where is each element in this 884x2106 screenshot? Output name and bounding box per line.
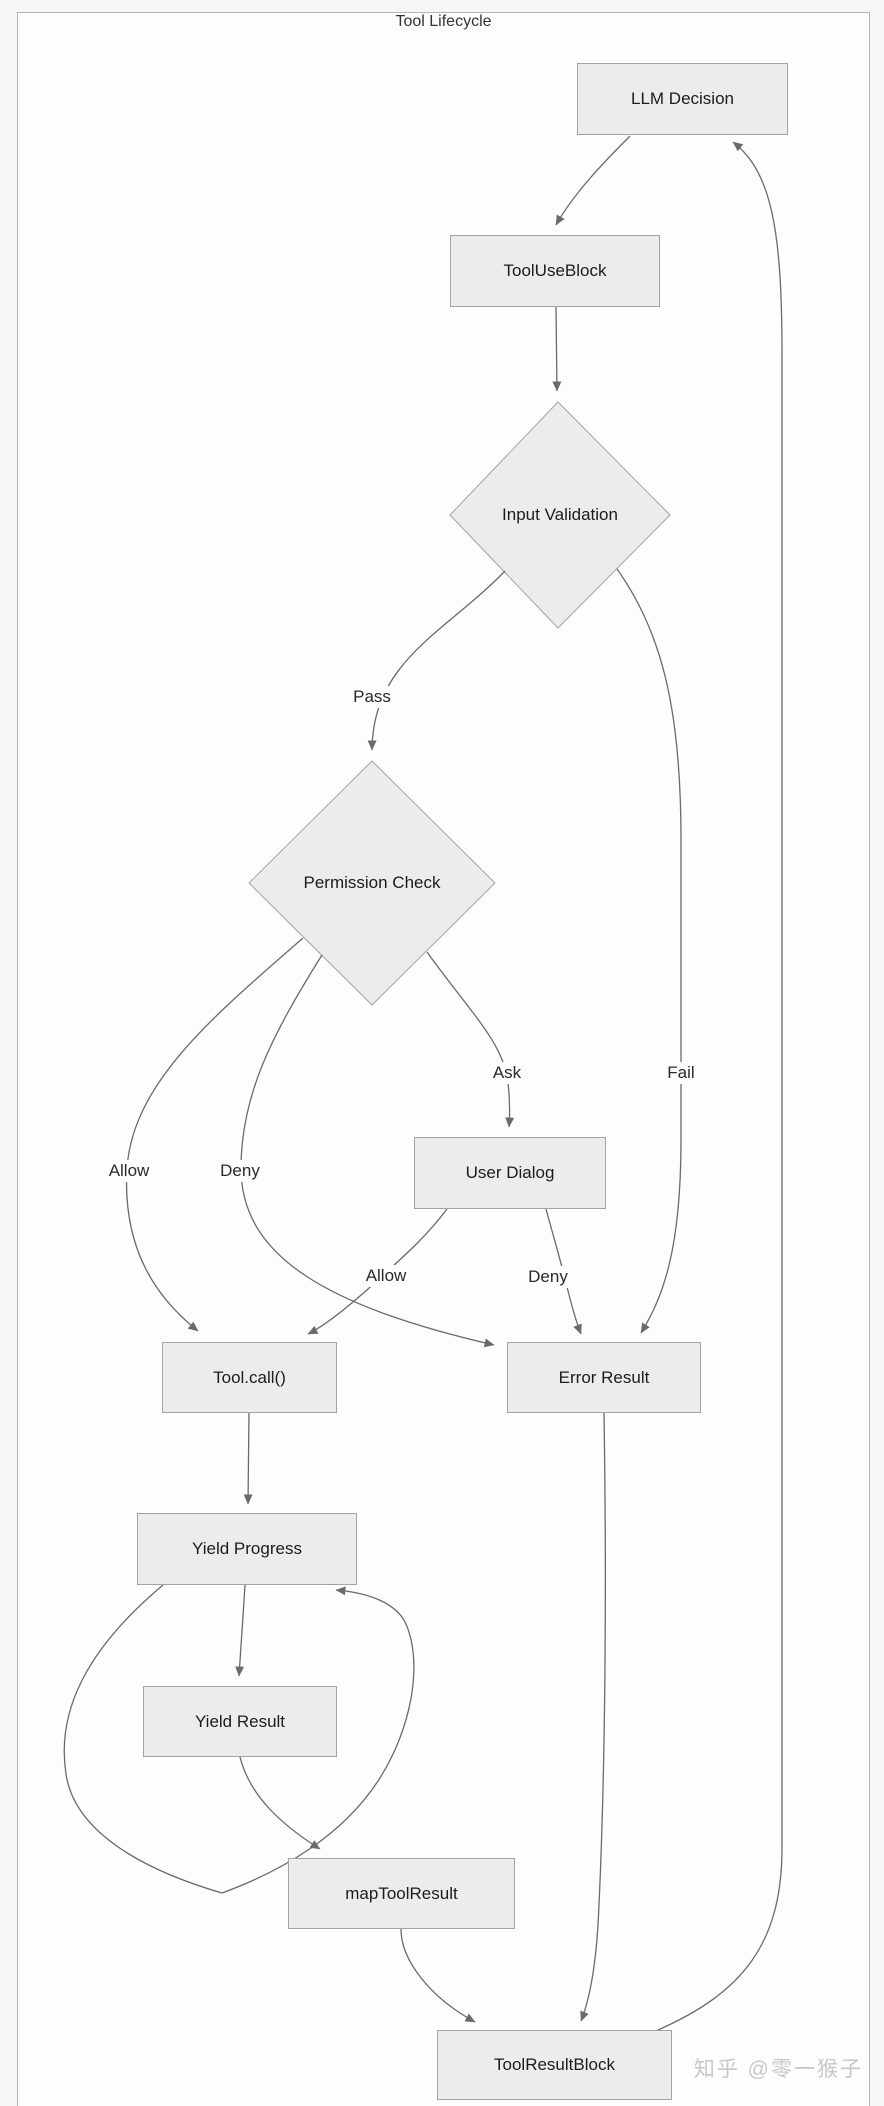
edge-yieldresult-to-maptoolresult — [239, 1756, 321, 1850]
edge-label-deny-direct: Deny — [216, 1160, 264, 1182]
edge-label-deny-dialog: Deny — [524, 1266, 572, 1288]
edge-inputvalidation-to-permissioncheck-pass — [367, 570, 506, 751]
node-yield-progress: Yield Progress — [137, 1513, 357, 1585]
node-tool-call: Tool.call() — [162, 1342, 337, 1413]
edge-label-pass: Pass — [349, 686, 395, 708]
edge-label-ask: Ask — [488, 1062, 526, 1084]
node-tool-result-block: ToolResultBlock — [437, 2030, 672, 2100]
node-user-dialog: User Dialog — [414, 1137, 606, 1209]
edge-llm-to-tooluse — [555, 135, 631, 226]
edge-yieldprogress-to-yieldresult — [235, 1584, 246, 1677]
edge-toolresultblock-to-llm — [657, 141, 783, 2031]
node-llm-decision: LLM Decision — [577, 63, 788, 135]
zhihu-watermark: 知乎 @零一猴子 — [693, 2058, 863, 2081]
node-input-validation-label: Input Validation — [502, 505, 618, 524]
node-permission-check-label: Permission Check — [303, 873, 441, 892]
edge-userdialog-to-toolcall-allow — [307, 1208, 448, 1335]
edge-label-allow-dialog: Allow — [361, 1265, 411, 1287]
edge-label-allow-direct: Allow — [104, 1160, 154, 1182]
edge-permissioncheck-to-userdialog-ask — [426, 951, 515, 1128]
edge-inputvalidation-to-errorresult-fail — [616, 568, 682, 1334]
edge-yieldprogress-self-loop — [63, 1584, 415, 1894]
edge-group — [63, 135, 783, 2031]
node-permission-check-shape — [248, 760, 496, 1006]
node-tool-use-block: ToolUseBlock — [450, 235, 660, 307]
edge-label-fail: Fail — [663, 1062, 699, 1084]
node-yield-result: Yield Result — [143, 1686, 337, 1757]
edge-permissioncheck-to-toolcall-allow — [125, 937, 304, 1332]
node-map-tool-result: mapToolResult — [288, 1858, 515, 1929]
diagram-title: Tool Lifecycle — [395, 13, 492, 30]
edge-maptoolresult-to-toolresultblock — [400, 1928, 476, 2023]
edge-tooluse-to-inputvalidation — [552, 306, 562, 392]
node-error-result: Error Result — [507, 1342, 701, 1413]
diagram-frame — [17, 12, 870, 2106]
edge-toolcall-to-yieldprogress — [243, 1412, 253, 1505]
edge-errorresult-to-toolresultblock — [580, 1412, 606, 2022]
